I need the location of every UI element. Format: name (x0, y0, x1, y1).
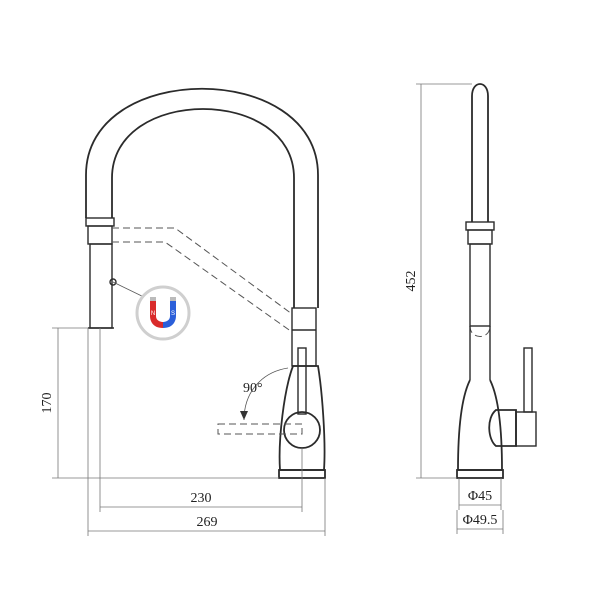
side-base-flange (456, 469, 504, 479)
magnet-tip-south (170, 297, 176, 301)
front-dimensions: 170 230 269 (40, 327, 326, 536)
handle-angle-label: 90° (243, 381, 263, 396)
side-collar (467, 229, 493, 245)
magnet-tip-north (150, 297, 156, 301)
hidden-spout-lower (112, 241, 293, 333)
dim-230-label: 230 (191, 491, 212, 506)
magnet-icon-north (150, 300, 163, 328)
side-nozzle-hidden (469, 325, 491, 337)
magnet-badge-ring (135, 285, 191, 341)
magnet-badge: N S (135, 285, 191, 341)
side-upper-tube (471, 83, 489, 222)
spray-head-button (109, 278, 117, 286)
dim-170-label: 170 (40, 393, 55, 414)
handle-rotated-position (217, 423, 303, 435)
side-view (456, 83, 537, 479)
hose-connector-block (291, 307, 317, 367)
side-handle-cap (515, 411, 537, 447)
rotation-arrow-icon (240, 411, 248, 420)
side-spray-head (469, 243, 491, 327)
handle-lever (297, 347, 307, 415)
hidden-spout-upper (112, 227, 293, 315)
spring-hose-outer (85, 87, 319, 308)
dim-452-label: 452 (404, 271, 419, 292)
spray-holder-ring (85, 217, 115, 227)
spring-hose-inner (111, 108, 295, 308)
magnet-icon-south (163, 300, 176, 328)
dim-269-label: 269 (197, 515, 218, 530)
pull-out-spray-head (89, 243, 113, 329)
side-body (457, 379, 503, 471)
spray-holder-collar (87, 225, 113, 245)
side-ring (465, 221, 495, 231)
dim-phi45-label: Φ45 (468, 489, 492, 504)
side-handle-lever (523, 347, 533, 413)
side-dimensions: 452 Φ45 Φ49.5 (404, 83, 504, 534)
side-cartridge (488, 409, 517, 447)
front-view: 90° (85, 87, 326, 479)
magnet-south-label: S (171, 311, 175, 317)
dim-phi49-label: Φ49.5 (463, 513, 498, 528)
magnet-north-label: N (151, 311, 155, 317)
